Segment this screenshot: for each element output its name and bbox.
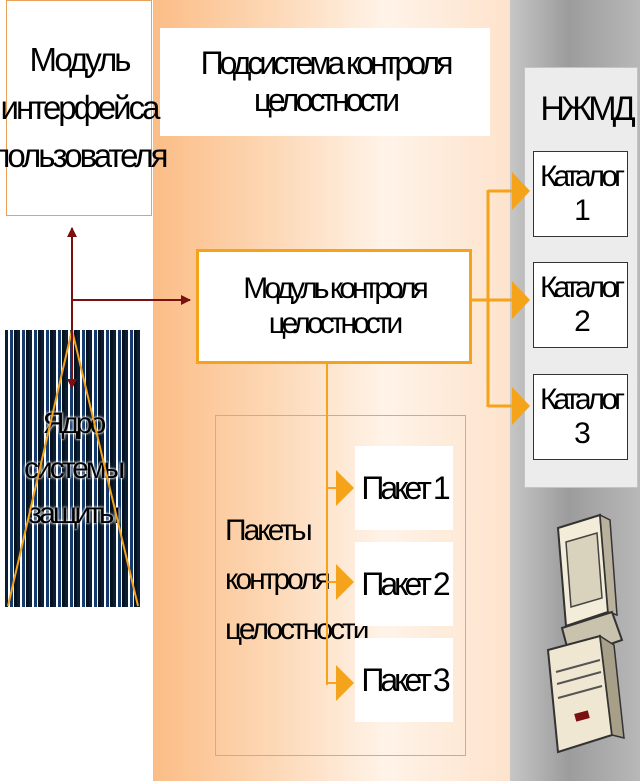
arrowhead-catalog-3 xyxy=(512,387,530,425)
catalog-connectors xyxy=(472,172,530,425)
arrowhead-catalog-1 xyxy=(512,172,530,210)
computer-icon xyxy=(548,515,624,752)
arrowhead-package-3 xyxy=(336,665,354,701)
arrowhead-catalog-2 xyxy=(512,281,530,319)
package-connectors xyxy=(327,364,354,701)
arrowhead-package-1 xyxy=(336,470,354,506)
arrowhead-package-2 xyxy=(336,564,354,600)
